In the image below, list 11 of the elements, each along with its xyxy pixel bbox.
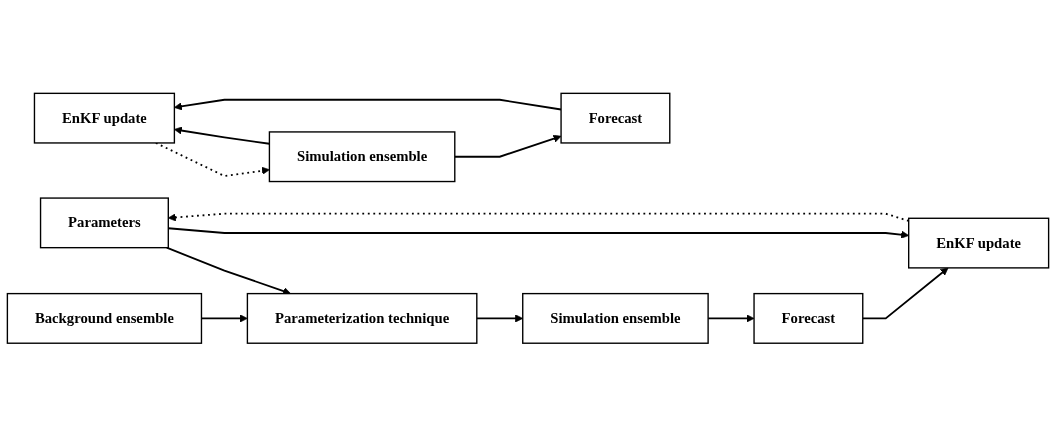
node-box: Simulation ensemble <box>522 292 709 344</box>
arrow <box>174 98 562 111</box>
node-box: Forecast <box>560 92 671 144</box>
arrow <box>165 246 291 295</box>
node-box: Background ensemble <box>6 292 203 344</box>
node-box: Simulation ensemble <box>268 130 456 182</box>
node-box: Parameters <box>39 197 169 249</box>
node-box: Forecast <box>753 292 864 344</box>
node-box: Parameterization technique <box>246 292 478 344</box>
node-box: EnKF update <box>908 217 1050 269</box>
node-box: EnKF update <box>33 92 176 144</box>
